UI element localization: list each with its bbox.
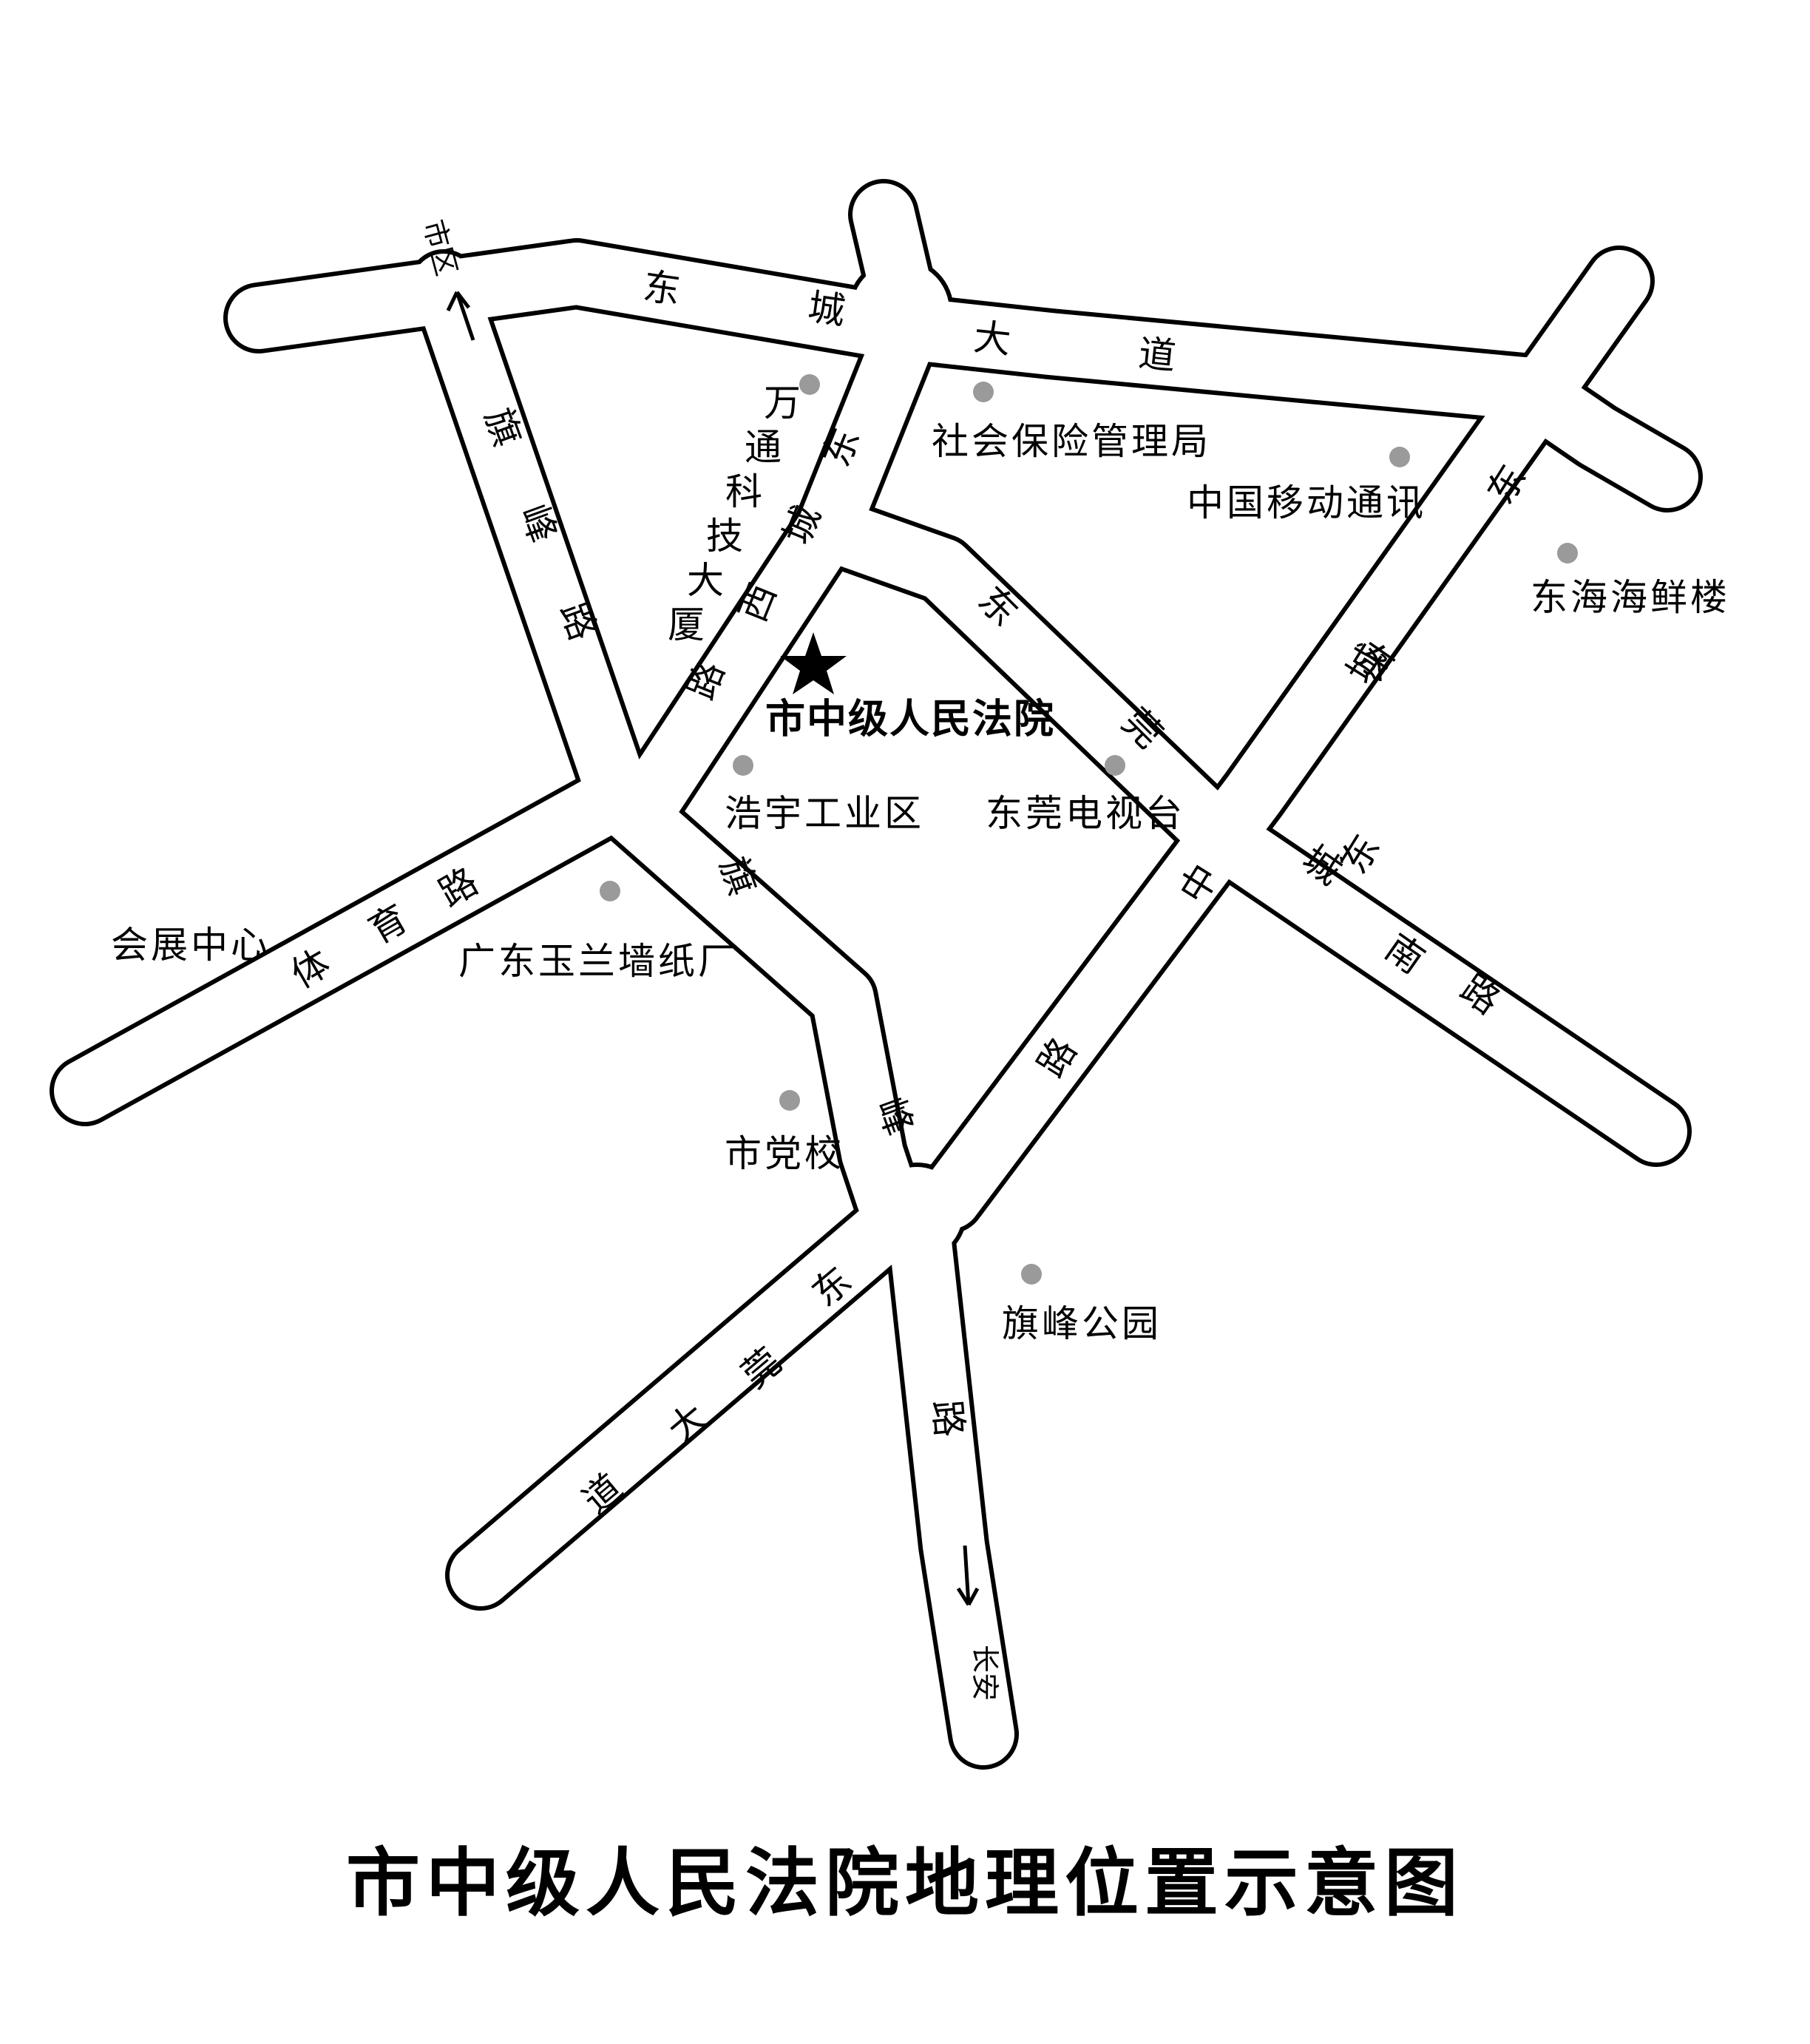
- poi-label: 中国移动通讯: [1187, 481, 1426, 524]
- court-star-icon: [780, 632, 847, 694]
- poi-marker-icon: [1557, 543, 1578, 564]
- poi-label: 旗峰公园: [1002, 1302, 1162, 1345]
- poi-label: 东莞电视台: [986, 792, 1185, 835]
- poi-label: 广东玉兰墙纸厂: [458, 940, 738, 983]
- road-label-dongcheng-dadao-2: 大: [972, 316, 1013, 362]
- tiyu-road: [54, 768, 645, 1122]
- poi-haoyu: 浩宇工业区: [725, 755, 924, 835]
- poi-marker-icon: [799, 374, 820, 395]
- poi-donghai: 东海海鲜楼: [1531, 543, 1730, 619]
- poi-label-char: 科: [725, 470, 765, 513]
- poi-label-char: 技: [706, 515, 746, 558]
- dongguan-south-road: [889, 1211, 1014, 1765]
- poi-marker-icon: [973, 382, 994, 402]
- dongcheng-donglu-east-road: [919, 250, 1650, 1229]
- south-arrow-icon: [956, 1545, 980, 1606]
- poi-marker-icon: [600, 881, 620, 901]
- dongcheng-nanlu-road: [1189, 805, 1687, 1163]
- poi-dgtv: 东莞电视台: [986, 755, 1185, 835]
- poi-qifeng-park: 旗峰公园: [1002, 1264, 1162, 1345]
- dongcheng-east-connector: [797, 498, 1251, 867]
- road-label-dongcheng-dadao-0: 东: [640, 265, 683, 312]
- dongguan-dadao-road: [450, 1197, 918, 1606]
- court-label: 市中级人民法院: [765, 696, 1055, 742]
- poi-marker-icon: [733, 755, 753, 776]
- road-label-dongcheng-dadao-1: 城: [805, 285, 848, 333]
- poi-label: 社会保险管理局: [932, 420, 1211, 463]
- south-roundabout: [871, 1167, 963, 1259]
- qifeng-north-road: [413, 254, 918, 1229]
- poi-marker-icon: [1389, 447, 1410, 467]
- poi-label: 东海海鲜楼: [1531, 576, 1730, 619]
- poi-label-char: 万: [764, 382, 804, 424]
- poi-dangxiao: 市党校: [725, 1090, 844, 1175]
- poi-shebao: 社会保险管理局: [932, 382, 1211, 463]
- direction-south-label: 长安: [969, 1645, 1001, 1701]
- poi-label-char: 大: [687, 559, 727, 602]
- poi-yulan: 广东玉兰墙纸厂: [458, 881, 738, 983]
- poi-marker-icon: [1021, 1264, 1042, 1285]
- poi-label: 会展中心: [111, 924, 271, 967]
- poi-label: 市党校: [725, 1132, 844, 1175]
- map-title: 市中级人民法院地理位置示意图: [346, 1840, 1464, 1926]
- road-label-dongguan-lu-2: 路: [925, 1398, 971, 1439]
- poi-label-char: 厦: [668, 603, 708, 646]
- north-roundabout: [852, 262, 949, 359]
- road-label-dongcheng-dadao-3: 道: [1136, 332, 1178, 379]
- poi-chinamobile: 中国移动通讯: [1187, 447, 1426, 524]
- poi-marker-icon: [1105, 755, 1125, 776]
- northeast-spur-road: [1496, 357, 1698, 508]
- poi-label-char: 通: [745, 426, 784, 469]
- north-arrow-icon: [446, 291, 475, 341]
- poi-label: 浩宇工业区: [725, 792, 924, 835]
- poi-marker-icon: [779, 1090, 800, 1111]
- poi-huizhan: 会展中心: [111, 924, 271, 967]
